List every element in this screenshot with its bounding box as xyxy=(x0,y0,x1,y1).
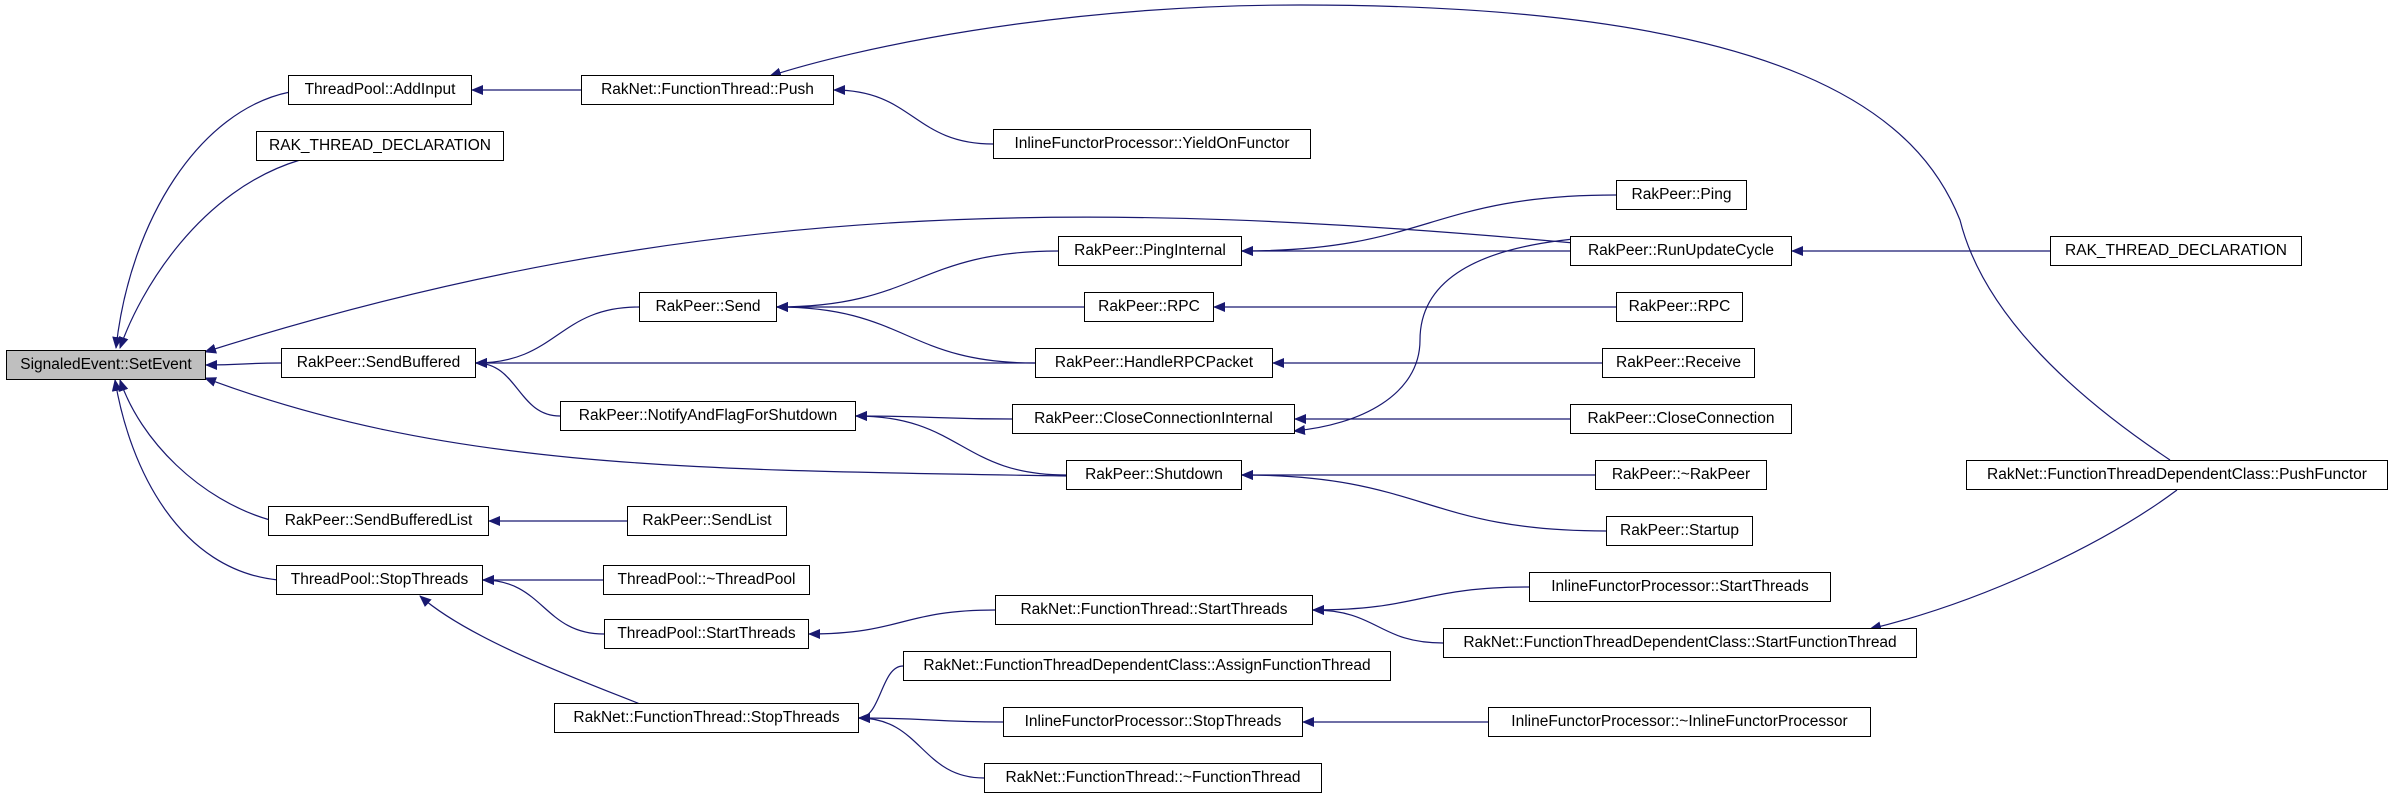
function-node[interactable]: InlineFunctorProcessor::YieldOnFunctor xyxy=(993,129,1311,159)
edge-n8-to-n3 xyxy=(475,306,640,368)
edge-n20-to-n13 xyxy=(858,665,904,723)
function-node[interactable]: RakNet::FunctionThread::Push xyxy=(581,75,834,105)
function-node[interactable]: RakPeer::RPC xyxy=(1084,292,1214,322)
edge-n18-to-root xyxy=(204,377,1069,477)
function-node[interactable]: RakNet::FunctionThread::~FunctionThread xyxy=(984,763,1322,793)
edge-n30-to-n19 xyxy=(1312,586,1530,615)
edge-n34-to-n31 xyxy=(1869,489,2178,632)
function-node[interactable]: RakNet::FunctionThreadDependentClass::Pu… xyxy=(1966,460,2388,490)
edge-n2-to-root xyxy=(118,159,301,349)
function-node[interactable]: RakPeer::HandleRPCPacket xyxy=(1035,348,1273,378)
function-node[interactable]: RakPeer::RunUpdateCycle xyxy=(1570,236,1792,266)
function-node[interactable]: RakPeer::Shutdown xyxy=(1066,460,1242,490)
function-node[interactable]: RakNet::FunctionThread::StartThreads xyxy=(995,595,1313,625)
function-node[interactable]: RakPeer::~RakPeer xyxy=(1595,460,1767,490)
function-node[interactable]: RakPeer::SendList xyxy=(627,506,787,536)
edge-n9-to-n3 xyxy=(475,358,561,417)
function-node[interactable]: RakPeer::Ping xyxy=(1616,180,1747,210)
edge-n18-to-n9 xyxy=(855,411,1067,476)
edge-n5-to-root xyxy=(111,379,279,581)
function-node[interactable]: RakPeer::CloseConnectionInternal xyxy=(1012,404,1295,434)
function-node[interactable]: InlineFunctorProcessor::~InlineFunctorPr… xyxy=(1488,707,1871,737)
edge-n4-to-root xyxy=(118,379,271,521)
function-node[interactable]: ThreadPool::StopThreads xyxy=(276,565,483,595)
edge-n21-to-n13 xyxy=(858,713,1004,724)
edge-n29-to-n18 xyxy=(1241,470,1607,532)
edge-n14-to-n8 xyxy=(776,250,1059,312)
edge-n3-to-root xyxy=(205,359,282,370)
edge-n12-to-n5 xyxy=(482,575,605,635)
edge-n7-to-n6 xyxy=(833,85,994,145)
function-node[interactable]: InlineFunctorProcessor::StartThreads xyxy=(1529,572,1831,602)
edge-n24-to-n17 xyxy=(1293,236,1601,435)
edge-n22-to-n13 xyxy=(858,713,985,779)
function-node[interactable]: RakPeer::Receive xyxy=(1602,348,1755,378)
function-node[interactable]: RAK_THREAD_DECLARATION xyxy=(2050,236,2302,266)
edge-n16-to-n8 xyxy=(776,302,1036,364)
function-node[interactable]: RakPeer::PingInternal xyxy=(1058,236,1242,266)
edge-n19-to-n12 xyxy=(808,609,996,639)
edge-n31-to-n19 xyxy=(1312,605,1444,644)
edge-n24-to-root xyxy=(204,216,1575,354)
edge-n17-to-n9 xyxy=(855,411,1013,422)
function-node[interactable]: RakPeer::SendBufferedList xyxy=(268,506,489,536)
function-node[interactable]: RakPeer::RPC xyxy=(1616,292,1743,322)
function-node[interactable]: RakPeer::CloseConnection xyxy=(1570,404,1792,434)
function-node[interactable]: RakPeer::Startup xyxy=(1606,516,1753,546)
function-node[interactable]: InlineFunctorProcessor::StopThreads xyxy=(1003,707,1303,737)
function-node[interactable]: RakNet::FunctionThreadDependentClass::St… xyxy=(1443,628,1917,658)
function-node[interactable]: RakNet::FunctionThread::StopThreads xyxy=(554,703,859,733)
edge-n1-to-root xyxy=(112,91,291,349)
function-node[interactable]: RAK_THREAD_DECLARATION xyxy=(256,131,504,161)
edge-n23-to-n14 xyxy=(1241,194,1617,256)
root-function-node: SignaledEvent::SetEvent xyxy=(6,350,206,380)
edge-n13-to-n5 xyxy=(419,595,641,705)
function-node[interactable]: RakPeer::Send xyxy=(639,292,777,322)
edge-n34-to-n6 xyxy=(769,4,2171,461)
function-node[interactable]: RakPeer::NotifyAndFlagForShutdown xyxy=(560,401,856,431)
function-node[interactable]: RakNet::FunctionThreadDependentClass::As… xyxy=(903,651,1391,681)
function-node[interactable]: ThreadPool::~ThreadPool xyxy=(603,565,810,595)
function-node[interactable]: RakPeer::SendBuffered xyxy=(281,348,476,378)
function-node[interactable]: ThreadPool::StartThreads xyxy=(604,619,809,649)
function-node[interactable]: ThreadPool::AddInput xyxy=(288,75,472,105)
